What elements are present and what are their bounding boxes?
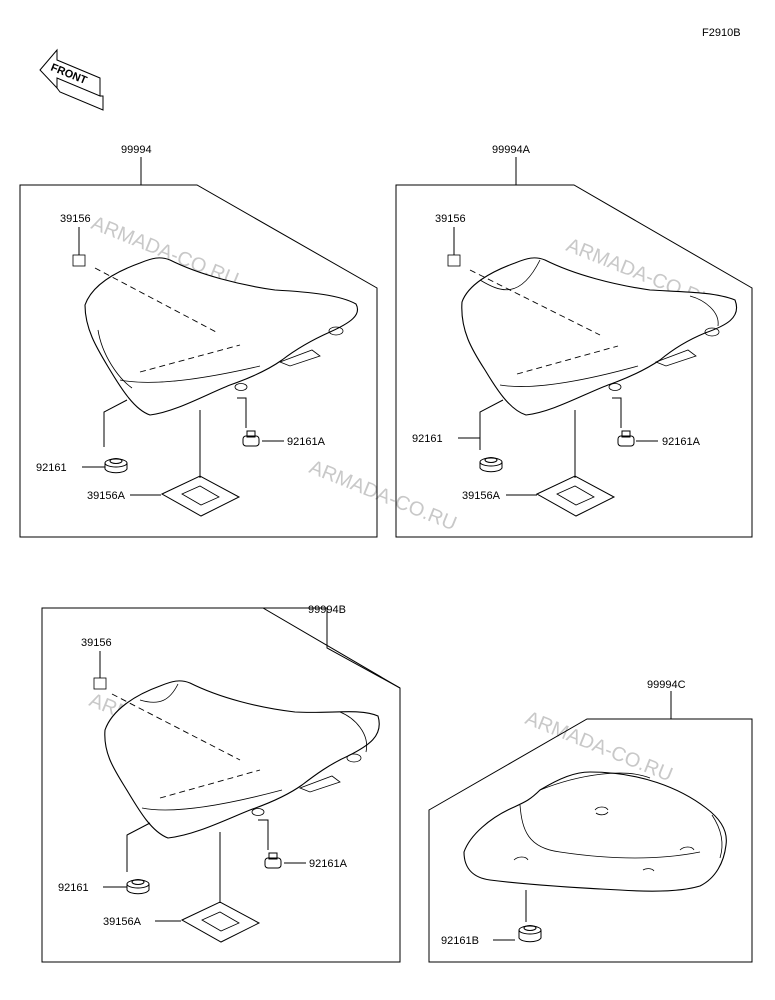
kit-number: 99994 — [121, 144, 152, 156]
label-sticker-icon — [447, 254, 461, 267]
fastener-icon — [264, 852, 282, 869]
grommet-icon — [479, 457, 503, 473]
panel-frame — [395, 184, 753, 538]
label-sticker-icon — [93, 677, 107, 690]
figure-code: F2910B — [702, 27, 741, 39]
panel-99994C: 99994C 92161B — [428, 679, 753, 963]
grommet-icon — [518, 925, 542, 943]
seat-illustration — [461, 257, 738, 416]
panel-99994: 99994 39156 92161 92161A 39156A — [19, 144, 378, 538]
kit-number: 99994A — [492, 144, 531, 156]
fastener-icon — [242, 430, 260, 447]
grommet-icon — [104, 458, 128, 474]
part-label: 92161 — [58, 882, 89, 894]
grommet-icon — [126, 879, 150, 895]
part-label: 92161 — [36, 462, 67, 474]
part-label: 39156 — [435, 213, 466, 225]
watermark: ARMADA-CO.RU — [306, 456, 460, 535]
panel-frame — [19, 184, 378, 538]
panel-99994B: 99994B 39156 92161 92161A 39156A — [41, 604, 401, 963]
seat-illustration — [463, 771, 727, 892]
pad-icon — [535, 475, 616, 517]
label-sticker-icon — [72, 254, 86, 267]
part-label: 92161 — [412, 433, 443, 445]
kit-number: 99994B — [308, 604, 346, 616]
part-label: 39156A — [87, 490, 126, 502]
part-label: 39156A — [462, 490, 501, 502]
panel-frame — [428, 718, 753, 963]
seat-illustration — [104, 680, 380, 839]
pad-icon — [160, 475, 241, 517]
part-label: 92161A — [287, 436, 326, 448]
part-label: 92161A — [309, 858, 348, 870]
fastener-icon — [617, 430, 635, 447]
panel-frame — [41, 607, 401, 963]
kit-number: 99994C — [647, 679, 686, 691]
front-arrow-icon: FRONT — [39, 48, 104, 111]
part-label: 39156A — [103, 916, 142, 928]
seat-illustration — [84, 257, 358, 416]
panel-99994A: 99994A 39156 92161 92161A 39156A — [395, 144, 753, 538]
part-label: 92161B — [441, 935, 479, 947]
part-label: 39156 — [81, 637, 112, 649]
part-label: 92161A — [662, 436, 701, 448]
part-label: 39156 — [60, 213, 91, 225]
pad-icon — [180, 901, 261, 943]
